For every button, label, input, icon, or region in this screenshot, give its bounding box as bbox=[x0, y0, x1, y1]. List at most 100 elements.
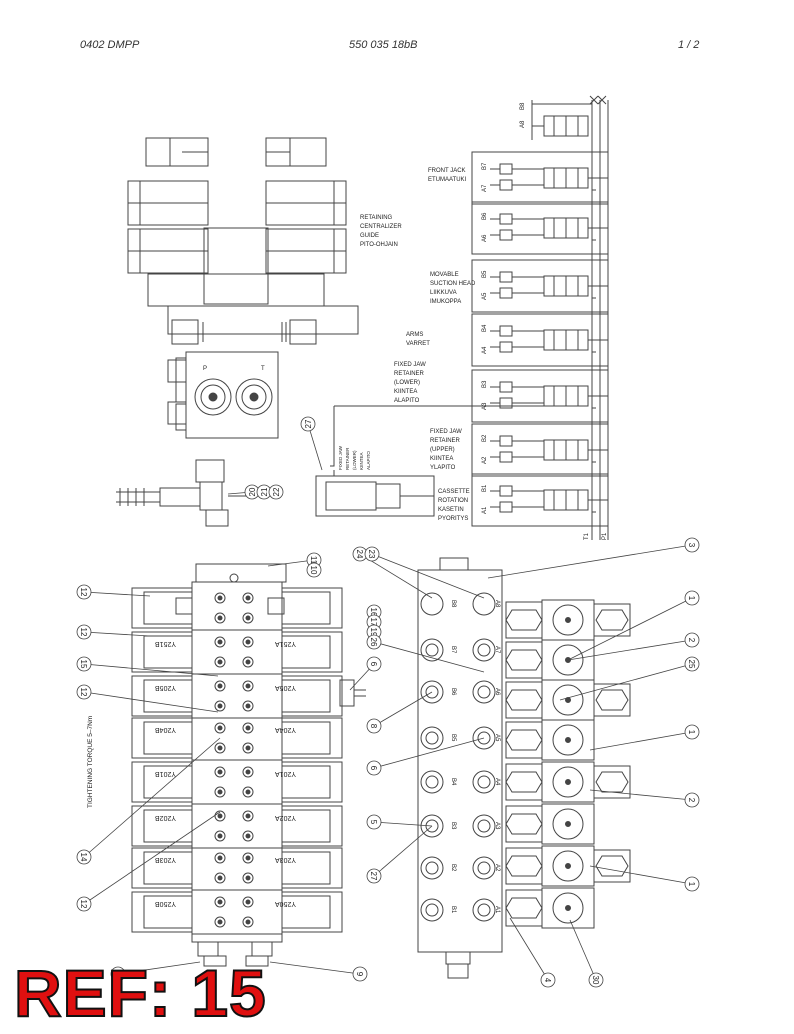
coil-label: Y251B bbox=[155, 640, 176, 647]
coil-label: Y202A bbox=[275, 814, 296, 821]
callout-number: 9 bbox=[355, 972, 364, 977]
coil-body bbox=[281, 847, 343, 889]
function-label: KASETIN bbox=[438, 507, 464, 513]
callout-number: 27 bbox=[369, 872, 378, 881]
function-label: ARMS bbox=[406, 332, 423, 338]
callout-number: 14 bbox=[79, 853, 88, 862]
coil-label: Y250A bbox=[275, 900, 296, 907]
coil-label: Y203A bbox=[275, 856, 296, 863]
callout-bubble: 23 bbox=[364, 546, 485, 599]
port-label: B2 bbox=[450, 864, 456, 872]
port-label: A1 bbox=[482, 506, 488, 514]
port-label: B3 bbox=[482, 380, 488, 388]
port-label: B7 bbox=[450, 646, 456, 654]
port-t-label: T bbox=[261, 366, 265, 372]
function-label: GUIDE bbox=[360, 233, 379, 239]
port-label: A2 bbox=[482, 456, 488, 464]
callout-bubble: 1 bbox=[567, 590, 700, 661]
coil-label: Y202B bbox=[155, 814, 176, 821]
schematic-lines bbox=[471, 95, 609, 540]
coil-body bbox=[131, 761, 193, 803]
callout-number: 15 bbox=[79, 660, 88, 669]
callout-bubble: 30 bbox=[569, 919, 604, 988]
callout-bubble: 5 bbox=[366, 814, 433, 830]
port-label: B6 bbox=[482, 212, 488, 220]
callout-number: 11 bbox=[309, 556, 318, 565]
coil-label: Y251A bbox=[275, 640, 296, 647]
port-label: A3 bbox=[482, 402, 488, 410]
callout-number: 1 bbox=[687, 596, 696, 601]
port-p-label: P bbox=[203, 366, 207, 372]
callout-number: 17 bbox=[369, 618, 378, 627]
callout-bubble: 1 bbox=[589, 724, 700, 751]
port-label: A6 bbox=[482, 234, 488, 242]
page-number: 1 / 2 bbox=[678, 39, 700, 51]
coil-body bbox=[131, 805, 193, 847]
callout-bubble: 10 bbox=[306, 562, 322, 578]
port-label: B8 bbox=[520, 102, 526, 110]
coil-label: Y201B bbox=[155, 770, 176, 777]
port-label: A2 bbox=[494, 864, 500, 872]
callout-bubble: 20 bbox=[227, 484, 260, 500]
right-valve-view bbox=[417, 557, 631, 979]
function-label: KIINTEA bbox=[394, 389, 417, 395]
function-label: PITO-OHJAIN bbox=[360, 242, 398, 248]
port-label: B8 bbox=[450, 600, 456, 608]
callout-number: 5 bbox=[369, 820, 378, 825]
callout-number: 2 bbox=[687, 638, 696, 643]
function-label: PYORITYS bbox=[438, 516, 468, 522]
tank-label: T1 bbox=[584, 532, 590, 540]
callout-number: 21 bbox=[260, 487, 269, 496]
callout-number: 1 bbox=[687, 730, 696, 735]
callout-number: 30 bbox=[591, 976, 600, 985]
callout-bubble: 15 bbox=[76, 656, 219, 677]
function-label: CENTRALIZER bbox=[360, 224, 402, 230]
callout-number: 22 bbox=[272, 487, 281, 496]
function-label: RETAINER bbox=[430, 438, 461, 444]
coil-body bbox=[281, 675, 343, 717]
callout-bubble: 2 bbox=[589, 789, 700, 808]
coil-label: Y201A bbox=[275, 770, 296, 777]
coil-body bbox=[131, 717, 193, 759]
callout-bubble: 3 bbox=[487, 537, 700, 579]
callout-number: 24 bbox=[355, 550, 364, 559]
callout-number: 2 bbox=[687, 798, 696, 803]
function-label: RETAINER bbox=[394, 371, 425, 377]
ref-badge: REF: 15 bbox=[13, 956, 267, 1030]
coil-body bbox=[281, 761, 343, 803]
cylinder-label: KIINTEA bbox=[359, 452, 364, 470]
callout-bubble: 8 bbox=[366, 691, 433, 734]
cylinder-label: ALAPITO bbox=[366, 451, 371, 470]
coil-body bbox=[131, 847, 193, 889]
torque-note: TIGHTENING TORQUE 5–7Nm bbox=[87, 716, 94, 808]
callout-number: 12 bbox=[79, 628, 88, 637]
callout-number: 25 bbox=[687, 660, 696, 669]
callout-bubble: 27 bbox=[300, 416, 323, 471]
port-label: B1 bbox=[450, 906, 456, 914]
doc-code: 0402 DMPP bbox=[80, 39, 140, 51]
callout-bubble: 1 bbox=[589, 865, 700, 892]
function-label: LIIKKUVA bbox=[430, 290, 457, 296]
coil-label: Y250B bbox=[155, 900, 176, 907]
coil-body bbox=[281, 891, 343, 933]
callout-bubble: 2 bbox=[567, 632, 700, 661]
port-label: A4 bbox=[482, 346, 488, 354]
port-label: B4 bbox=[450, 778, 456, 786]
port-label: A3 bbox=[494, 822, 500, 830]
callout-bubble: 4 bbox=[509, 917, 556, 988]
port-label: B3 bbox=[450, 822, 456, 830]
callout-number: 27 bbox=[304, 419, 313, 428]
callout-number: 16 bbox=[369, 608, 378, 617]
function-label: ETUMAATUKI bbox=[428, 177, 467, 183]
callout-bubble: 6 bbox=[349, 656, 382, 691]
coil-body bbox=[131, 587, 193, 629]
callout-number: 26 bbox=[369, 638, 378, 647]
callout-bubble: 27 bbox=[366, 825, 433, 884]
port-label: A5 bbox=[482, 292, 488, 300]
port-label: B7 bbox=[482, 162, 488, 170]
valve-assembly-drawing bbox=[116, 137, 580, 527]
callout-number: 10 bbox=[309, 566, 318, 575]
function-label: VARRET bbox=[406, 341, 430, 347]
coil-label: Y205B bbox=[155, 684, 176, 691]
coil-label: Y204A bbox=[275, 726, 296, 733]
